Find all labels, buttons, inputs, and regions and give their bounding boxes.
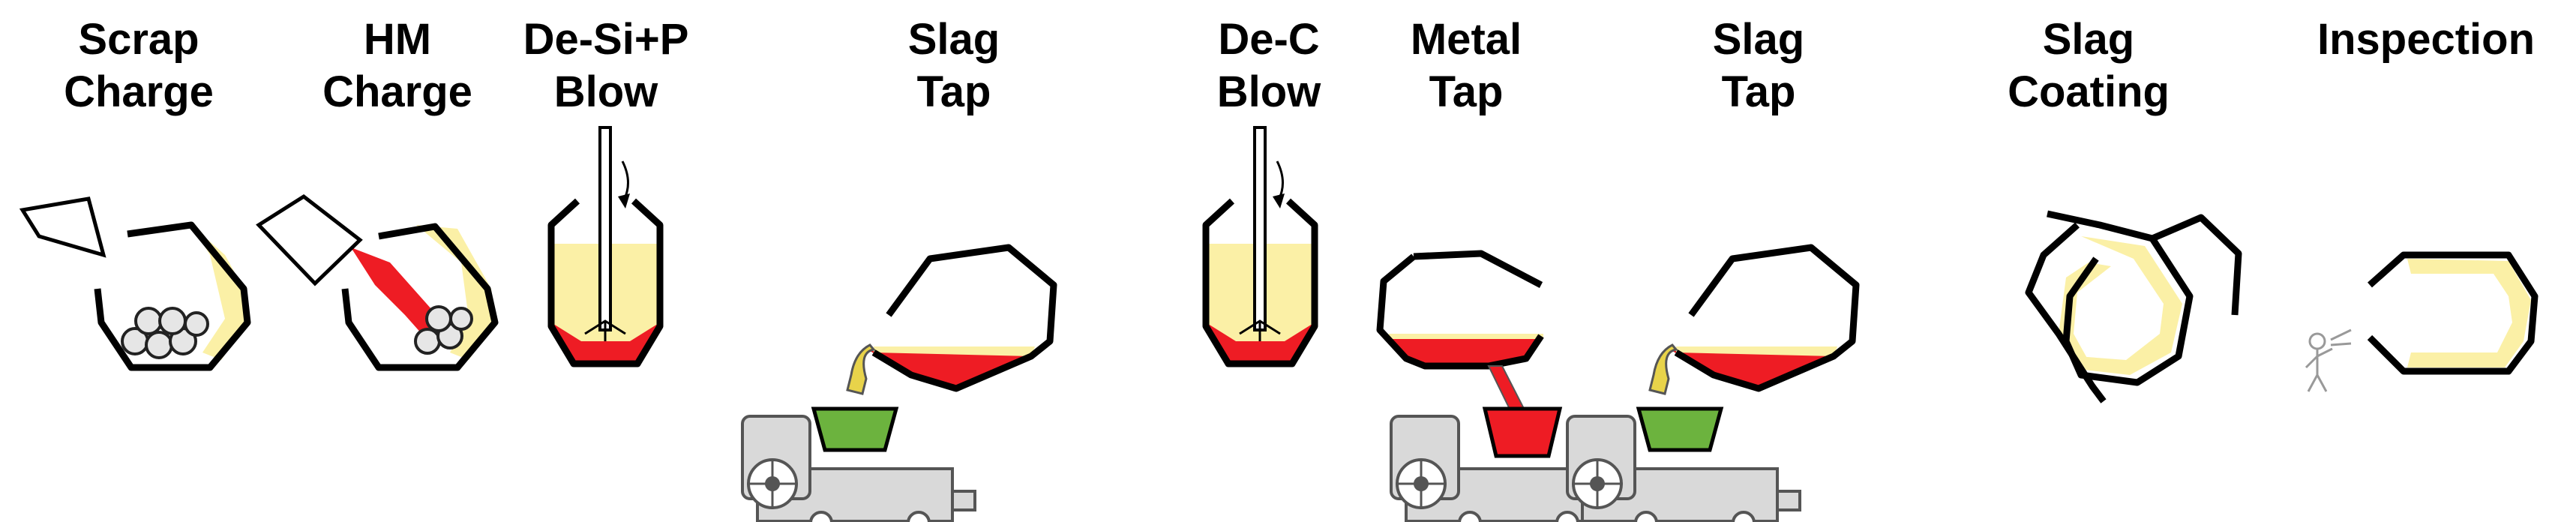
- stage-label-metal-tap: Metal Tap: [1411, 14, 1522, 118]
- stage-label-line2: Charge: [322, 68, 472, 116]
- stage-label-desip-blow: De-Si+P Blow: [523, 14, 689, 118]
- stage-label-line1: Slag: [2042, 15, 2135, 64]
- dec-blow-vessel: [1202, 126, 1318, 368]
- stage-label-scrap-charge: Scrap Charge: [64, 14, 214, 118]
- stage-label-line1: De-Si+P: [523, 15, 689, 64]
- stage-label-slag-tap-1: Slag Tap: [908, 14, 1000, 118]
- hot-metal-ladle: [256, 194, 363, 286]
- stage-label-line1: Slag: [1712, 15, 1805, 64]
- hm-charge-vessel: [256, 194, 499, 371]
- stage-label-line2: Tap: [916, 68, 991, 116]
- inspection-vessel: [2305, 251, 2539, 392]
- slag-tap-vessel-1: [741, 244, 1057, 522]
- stage-label-line1: Inspection: [2317, 15, 2536, 64]
- scrap-pile: [414, 305, 473, 355]
- slag-pot: [1636, 406, 1724, 452]
- stage-label-line2: Coating: [2008, 68, 2170, 116]
- slag-stream: [1648, 344, 1678, 395]
- metal-tap-vessel: [1376, 250, 1625, 522]
- stage-label-line1: Scrap: [78, 15, 199, 64]
- desip-blow-vessel: [547, 126, 664, 368]
- scrap-charge-vessel: [19, 196, 251, 371]
- slag-pot: [811, 406, 899, 452]
- stage-label-slag-tap-2: Slag Tap: [1713, 14, 1805, 118]
- inspector-figure: [2305, 328, 2352, 392]
- oxygen-lance: [598, 126, 612, 332]
- stage-label-line2: Tap: [1721, 68, 1796, 116]
- stage-label-dec-blow: De-C Blow: [1217, 14, 1321, 118]
- stage-label-line1: Metal: [1410, 15, 1522, 64]
- stage-label-line2: Tap: [1429, 68, 1504, 116]
- stage-label-slag-coating: Slag Coating: [2008, 14, 2170, 118]
- scrap-pile: [121, 307, 209, 359]
- slag-coating-vessel: [2025, 210, 2242, 404]
- stage-label-inspection: Inspection: [2317, 14, 2535, 66]
- stage-label-line1: De-C: [1218, 15, 1320, 64]
- stage-label-line2: Charge: [64, 68, 214, 116]
- stage-label-line2: Blow: [553, 68, 658, 116]
- stage-label-hm-charge: HM Charge: [322, 14, 472, 118]
- scrap-chute: [19, 196, 106, 258]
- stage-label-line1: Slag: [907, 15, 1000, 64]
- stage-label-line2: Blow: [1216, 68, 1321, 116]
- oxygen-lance: [1253, 126, 1267, 332]
- slag-stream: [846, 344, 876, 395]
- metal-ladle: [1482, 406, 1563, 458]
- slag-tap-vessel-2: [1566, 244, 1860, 522]
- stage-label-line1: HM: [363, 15, 432, 64]
